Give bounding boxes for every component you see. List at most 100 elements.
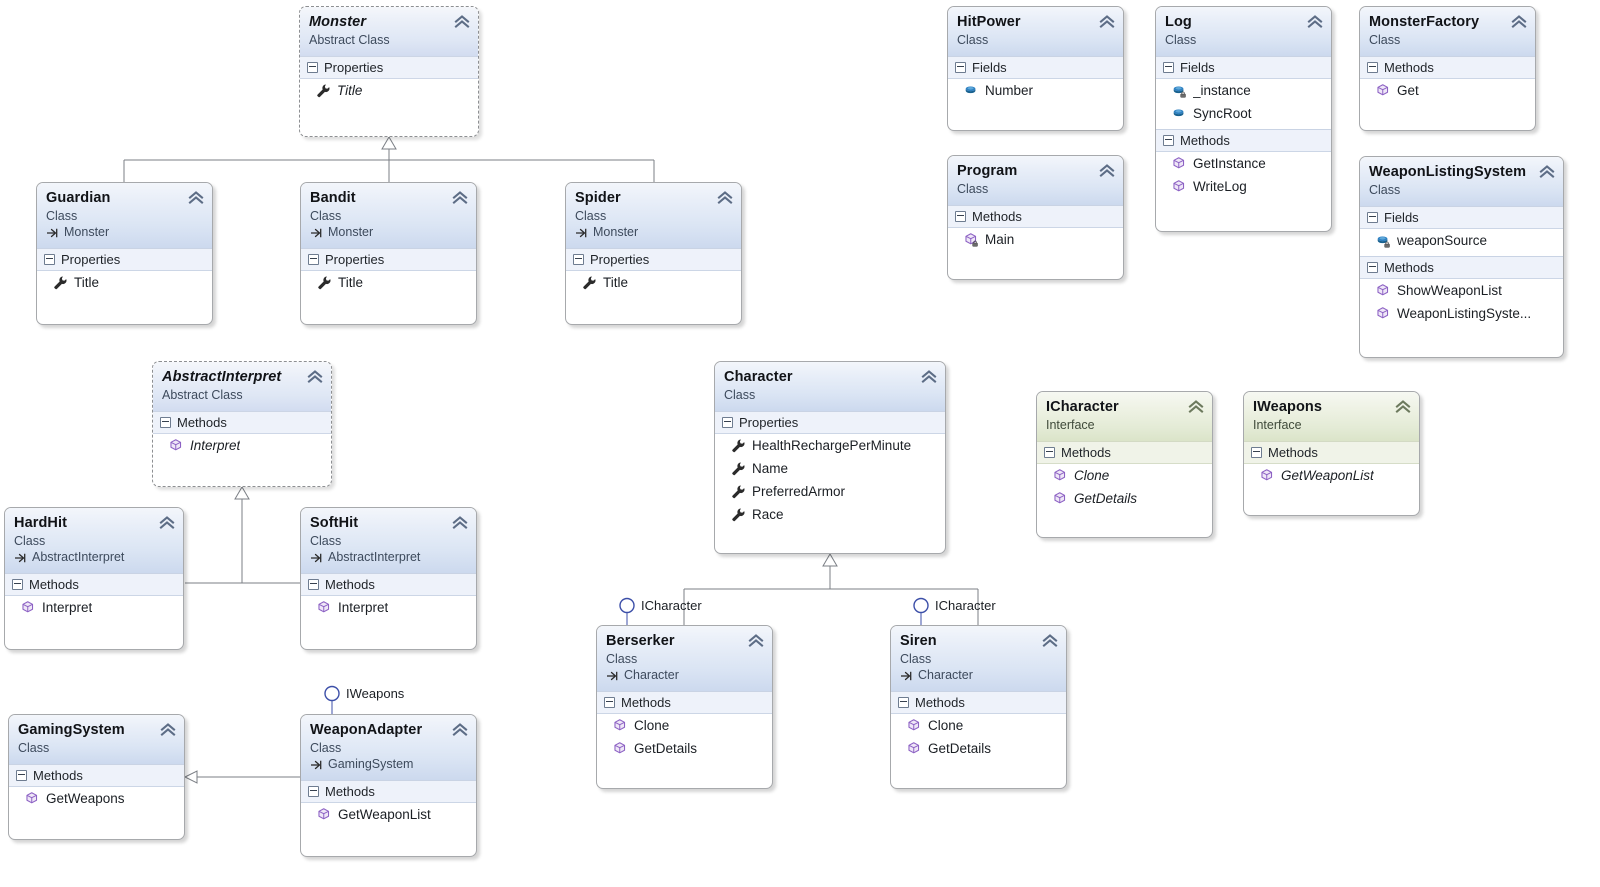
compartment-header-siren-0[interactable]: Methods — [891, 691, 1066, 714]
compartment-header-softhit-0[interactable]: Methods — [301, 573, 476, 596]
collapse-minus-icon[interactable] — [604, 697, 615, 708]
compartment-header-weaponadapter-0[interactable]: Methods — [301, 780, 476, 803]
collapse-chevron-icon[interactable] — [452, 723, 468, 737]
member-row[interactable]: Interpret — [301, 596, 476, 619]
collapse-chevron-icon[interactable] — [188, 191, 204, 205]
member-row[interactable]: weaponSource — [1360, 229, 1563, 252]
member-row[interactable]: SyncRoot — [1156, 102, 1331, 125]
member-row[interactable]: Number — [948, 79, 1123, 102]
compartment-header-guardian-0[interactable]: Properties — [37, 248, 212, 271]
collapse-minus-icon[interactable] — [955, 62, 966, 73]
compartment-header-iweapons-0[interactable]: Methods — [1244, 441, 1419, 464]
collapse-chevron-icon[interactable] — [1099, 15, 1115, 29]
member-row[interactable]: Main — [948, 228, 1123, 251]
compartment-header-spider-0[interactable]: Properties — [566, 248, 741, 271]
compartment-header-program-0[interactable]: Methods — [948, 205, 1123, 228]
member-row[interactable]: Name — [715, 457, 945, 480]
member-row[interactable]: Race — [715, 503, 945, 526]
compartment-header-weaponlistingsystem-1[interactable]: Methods — [1360, 256, 1563, 279]
collapse-minus-icon[interactable] — [308, 786, 319, 797]
collapse-chevron-icon[interactable] — [1099, 164, 1115, 178]
compartment-header-log-1[interactable]: Methods — [1156, 129, 1331, 152]
compartment-header-berserker-0[interactable]: Methods — [597, 691, 772, 714]
compartment-header-icharacter-0[interactable]: Methods — [1037, 441, 1212, 464]
compartment-header-monsterfactory-0[interactable]: Methods — [1360, 56, 1535, 79]
collapse-chevron-icon[interactable] — [1188, 400, 1204, 414]
member-row[interactable]: Title — [301, 271, 476, 294]
member-row[interactable]: Title — [566, 271, 741, 294]
collapse-chevron-icon[interactable] — [717, 191, 733, 205]
compartment-header-gamingsystem-0[interactable]: Methods — [9, 764, 184, 787]
collapse-chevron-icon[interactable] — [1539, 165, 1555, 179]
member-row[interactable]: GetDetails — [597, 737, 772, 760]
member-row[interactable]: GetWeaponList — [301, 803, 476, 826]
collapse-minus-icon[interactable] — [573, 254, 584, 265]
collapse-minus-icon[interactable] — [1367, 212, 1378, 223]
member-row[interactable]: Clone — [1037, 464, 1212, 487]
member-row[interactable]: _instance — [1156, 79, 1331, 102]
collapse-chevron-icon[interactable] — [454, 15, 470, 29]
member-row[interactable]: GetDetails — [1037, 487, 1212, 510]
member-row[interactable]: GetInstance — [1156, 152, 1331, 175]
collapse-minus-icon[interactable] — [1163, 62, 1174, 73]
collapse-minus-icon[interactable] — [955, 211, 966, 222]
member-row[interactable]: GetDetails — [891, 737, 1066, 760]
compartment-header-abstractinterpret-0[interactable]: Methods — [153, 411, 331, 434]
member-row[interactable]: Clone — [597, 714, 772, 737]
collapse-chevron-icon[interactable] — [452, 191, 468, 205]
collapse-minus-icon[interactable] — [1163, 135, 1174, 146]
member-row[interactable]: WriteLog — [1156, 175, 1331, 198]
collapse-chevron-icon[interactable] — [748, 634, 764, 648]
collapse-minus-icon[interactable] — [308, 254, 319, 265]
member-row[interactable]: Interpret — [153, 434, 331, 457]
collapse-chevron-icon[interactable] — [1395, 400, 1411, 414]
collapse-chevron-icon[interactable] — [452, 516, 468, 530]
collapse-minus-icon[interactable] — [898, 697, 909, 708]
collapse-chevron-icon[interactable] — [1511, 15, 1527, 29]
member-row[interactable]: HealthRechargePerMinute — [715, 434, 945, 457]
collapse-minus-icon[interactable] — [160, 417, 171, 428]
member-row[interactable]: Interpret — [5, 596, 183, 619]
collapse-minus-icon[interactable] — [16, 770, 27, 781]
collapse-minus-icon[interactable] — [307, 62, 318, 73]
member-row[interactable]: Title — [300, 79, 478, 102]
collapse-minus-icon[interactable] — [1044, 447, 1055, 458]
member-row[interactable]: Get — [1360, 79, 1535, 102]
collapse-minus-icon[interactable] — [308, 579, 319, 590]
collapse-chevron-icon[interactable] — [921, 370, 937, 384]
collapse-minus-icon[interactable] — [722, 417, 733, 428]
member-row[interactable]: PreferredArmor — [715, 480, 945, 503]
collapse-chevron-icon[interactable] — [307, 370, 323, 384]
compartment-header-weaponlistingsystem-0[interactable]: Fields — [1360, 206, 1563, 229]
compartment-header-character-0[interactable]: Properties — [715, 411, 945, 434]
collapse-chevron-icon[interactable] — [1307, 15, 1323, 29]
member-row[interactable]: GetWeapons — [9, 787, 184, 810]
compartment-header-hardhit-0[interactable]: Methods — [5, 573, 183, 596]
member-row[interactable]: Clone — [891, 714, 1066, 737]
compartment-header-log-0[interactable]: Fields — [1156, 56, 1331, 79]
collapse-chevron-icon[interactable] — [1042, 634, 1058, 648]
collapse-minus-icon[interactable] — [1367, 62, 1378, 73]
member-row[interactable]: GetWeaponList — [1244, 464, 1419, 487]
compartment-header-hitpower-0[interactable]: Fields — [948, 56, 1123, 79]
collapse-chevron-icon[interactable] — [160, 723, 176, 737]
member-row[interactable]: Title — [37, 271, 212, 294]
compartment-header-bandit-0[interactable]: Properties — [301, 248, 476, 271]
